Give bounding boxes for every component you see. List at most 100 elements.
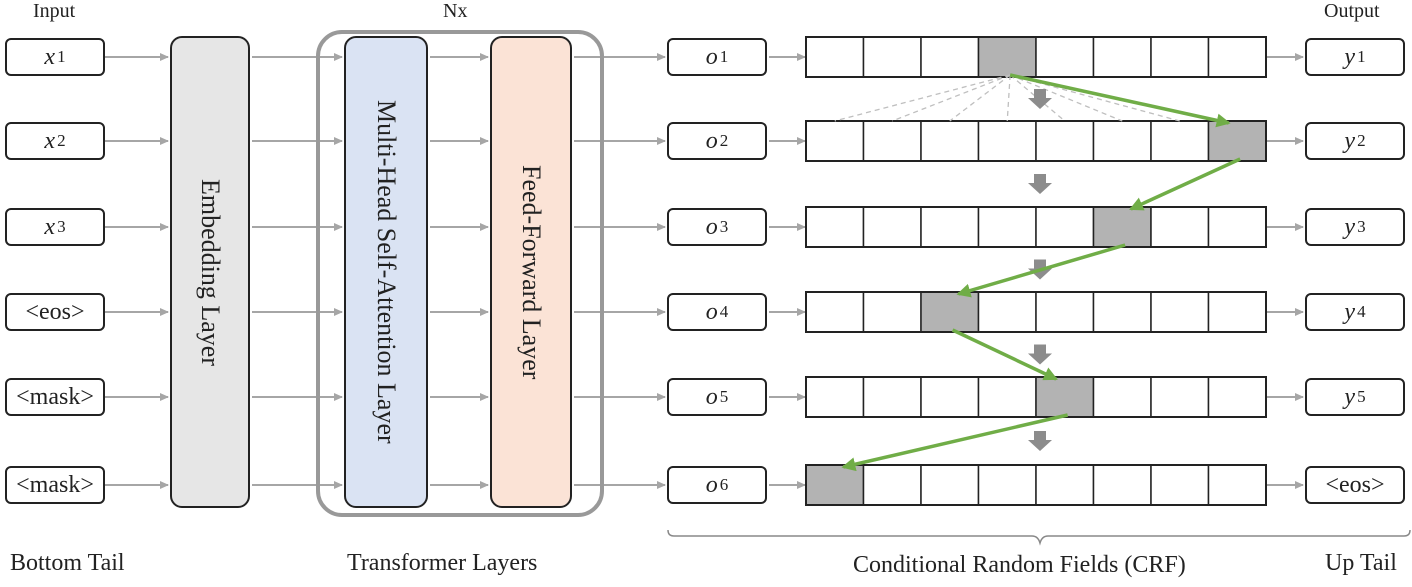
crf-cell — [805, 120, 865, 162]
crf-cell — [1092, 120, 1152, 162]
crf-cell — [805, 36, 865, 78]
crf-cell — [862, 376, 922, 418]
embedding-layer-label: Embedding Layer — [196, 178, 225, 366]
nx-label: Nx — [443, 0, 468, 22]
crf-row-outline — [805, 376, 1267, 418]
emission-token-index: 6 — [719, 475, 729, 494]
output-token-index: 1 — [1357, 47, 1366, 66]
crf-transition-line — [1006, 74, 1011, 122]
bottom-tail-label: Bottom Tail — [10, 550, 125, 576]
crf-cell — [862, 36, 922, 78]
crf-cell — [1150, 464, 1210, 506]
input-token-index: 1 — [57, 47, 66, 66]
viterbi-path-segment — [1129, 157, 1241, 211]
output-token-symbol: y — [1344, 383, 1356, 410]
emission-token-index: 1 — [719, 47, 729, 66]
crf-cell-selected — [1207, 120, 1267, 162]
crf-cell — [1150, 120, 1210, 162]
input-token-4: <eos> — [5, 293, 105, 331]
crf-cell — [920, 120, 980, 162]
viterbi-path-segment — [951, 328, 1058, 381]
embedding-layer: Embedding Layer — [170, 36, 250, 508]
down-arrow-icon — [1028, 344, 1052, 365]
emission-token-symbol: o — [705, 43, 718, 70]
output-header: Output — [1324, 0, 1380, 22]
crf-cell — [977, 464, 1037, 506]
crf-cell — [805, 376, 865, 418]
crf-cell — [1092, 291, 1152, 333]
crf-cell — [977, 206, 1037, 248]
input-token-text: <mask> — [16, 471, 94, 498]
crf-row-outline — [805, 36, 1267, 78]
crf-cell — [977, 291, 1037, 333]
crf-cell — [1207, 291, 1267, 333]
crf-cell — [1150, 206, 1210, 248]
crf-cell — [920, 376, 980, 418]
crf-brace — [667, 529, 1411, 546]
input-header: Input — [33, 0, 76, 22]
crf-row-outline — [805, 120, 1267, 162]
transformer-layers-label: Transformer Layers — [347, 550, 538, 576]
crf-cell — [1092, 376, 1152, 418]
output-token-text: <eos> — [1325, 471, 1385, 498]
crf-cell — [920, 206, 980, 248]
input-token-index: 3 — [57, 217, 66, 236]
crf-transition-line — [892, 74, 1011, 122]
crf-cell-selected — [920, 291, 980, 333]
crf-cell — [1150, 291, 1210, 333]
input-token-symbol: x — [44, 127, 56, 154]
crf-cell — [862, 291, 922, 333]
crf-cell — [1035, 291, 1095, 333]
input-token-6: <mask> — [5, 466, 105, 504]
emission-token-symbol: o — [705, 383, 718, 410]
input-token-index: 2 — [57, 131, 66, 150]
output-token-index: 3 — [1357, 217, 1366, 236]
emission-token-symbol: o — [705, 471, 718, 498]
output-token-symbol: y — [1344, 127, 1356, 154]
output-token-symbol: y — [1344, 213, 1356, 240]
output-token-index: 2 — [1357, 131, 1366, 150]
down-arrow-icon — [1028, 174, 1052, 194]
crf-cell-selected — [805, 464, 865, 506]
transformer-block-frame — [316, 30, 604, 517]
emission-token-index: 2 — [719, 131, 729, 150]
attention-layer-label: Multi-Head Self-Attention Layer — [372, 100, 401, 444]
output-token-symbol: y — [1344, 43, 1356, 70]
viterbi-path — [841, 73, 1241, 472]
crf-cell — [1207, 36, 1267, 78]
input-token-5: <mask> — [5, 378, 105, 416]
crf-cell — [977, 120, 1037, 162]
crf-row-outline — [805, 206, 1267, 248]
crf-cell — [1092, 464, 1152, 506]
output-token-index: 5 — [1357, 387, 1366, 406]
feedforward-layer: Feed-Forward Layer — [490, 36, 572, 508]
crf-cell — [805, 291, 865, 333]
crf-cell — [862, 206, 922, 248]
crf-row-outline — [805, 464, 1267, 506]
crf-cell — [1207, 376, 1267, 418]
input-token-symbol: x — [44, 43, 56, 70]
crf-cell — [1035, 36, 1095, 78]
down-arrow-icon — [1028, 431, 1052, 451]
crf-cell — [977, 376, 1037, 418]
emission-token-symbol: o — [705, 127, 718, 154]
crf-cell — [1035, 120, 1095, 162]
crf-cell — [1092, 36, 1152, 78]
input-token-symbol: x — [44, 213, 56, 240]
crf-transition-line — [949, 74, 1011, 122]
crf-transition-line — [1009, 74, 1123, 122]
crf-cell-selected — [1092, 206, 1152, 248]
crf-cell — [1150, 376, 1210, 418]
